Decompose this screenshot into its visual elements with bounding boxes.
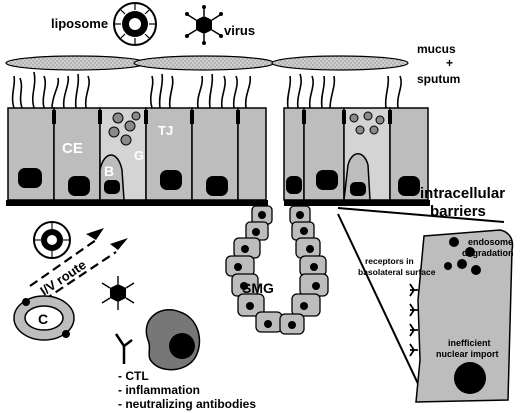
plus-label: + — [446, 56, 453, 70]
receptors-label-line1: receptors in — [365, 256, 414, 266]
mucus-layer — [5, 55, 409, 71]
nuclei-left — [18, 168, 228, 196]
antibody-icon — [114, 333, 133, 364]
immune-cell — [145, 309, 201, 371]
tight-junctions-left — [52, 110, 240, 124]
endosome-label-line1: endosome — [468, 237, 513, 247]
liposome-label: liposome — [51, 16, 108, 31]
mucus-label: mucus — [417, 42, 456, 56]
b-label: B — [104, 163, 114, 179]
ctl-label: - CTL — [118, 369, 149, 383]
nuclear-label-line1: inefficient — [448, 338, 491, 348]
virus-label: virus — [224, 23, 255, 38]
inflammation-label: - inflammation — [118, 383, 200, 397]
capillary — [13, 295, 75, 341]
capillary-label: C — [38, 311, 48, 327]
gland-nuclei — [234, 211, 320, 329]
goblet-granules-right — [349, 111, 385, 135]
goblet-granules-left — [108, 111, 141, 146]
zoom-cell — [415, 229, 514, 403]
iv-route-arrowheads — [86, 228, 128, 250]
smg-label: SMG — [242, 280, 274, 296]
receptors-label-line2: basolateral surface — [358, 267, 436, 277]
nuclei-right — [286, 170, 420, 196]
basement-membrane — [6, 200, 430, 206]
liposome-icon — [113, 2, 157, 46]
tj-label: TJ — [158, 123, 173, 138]
virus-icon — [185, 5, 223, 45]
cilia — [11, 71, 402, 109]
tight-junctions-right — [302, 110, 392, 124]
intracellular-title-line2: barriers — [430, 203, 486, 220]
zoom-lines — [337, 207, 505, 389]
nuclear-label-line2: nuclear import — [436, 349, 499, 359]
antibodies-label: - neutralizing antibodies — [118, 397, 256, 411]
iv-route-label: I/V route — [37, 257, 89, 299]
ce-label: CE — [62, 140, 83, 157]
sputum-label: sputum — [417, 72, 460, 86]
virus-small-icon — [101, 276, 135, 310]
receptor-icons — [409, 283, 418, 357]
endosome-label-line2: degradation — [462, 248, 514, 258]
intracellular-title-line1: intracellular — [420, 185, 505, 202]
liposome-small-icon — [33, 221, 71, 259]
iv-route-arrows — [29, 239, 117, 301]
g-label: G — [134, 148, 144, 163]
